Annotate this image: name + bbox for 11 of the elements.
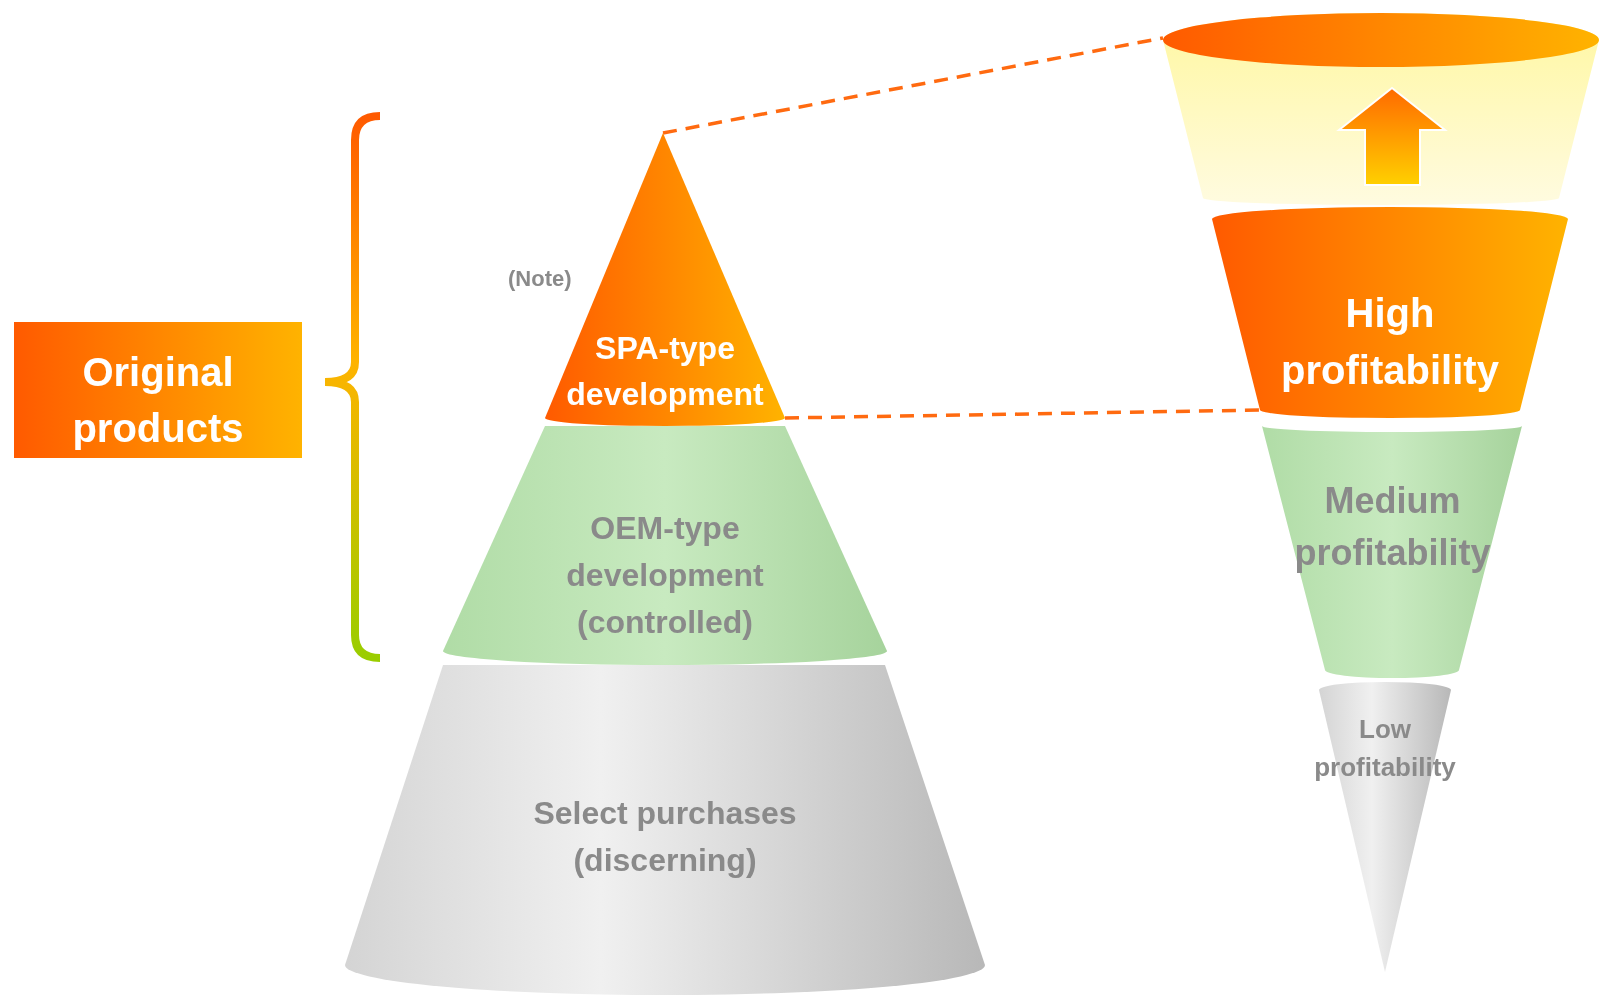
highlight-label: Original products [71,349,245,452]
dashed-projection-line [662,36,1164,135]
note-label: (Note) [508,266,572,292]
highlight-box [14,322,302,458]
tier-label: Medium profitability [1293,479,1492,575]
tier-label: High profitability [1280,290,1500,394]
tier-label: Select purchases (discerning) [532,794,798,880]
tier-label: OEM-type development (controlled) [565,509,765,642]
tier-label: SPA-type development [565,329,765,414]
tier-label: Low profitability [1313,713,1457,784]
cone-tier [440,426,890,665]
